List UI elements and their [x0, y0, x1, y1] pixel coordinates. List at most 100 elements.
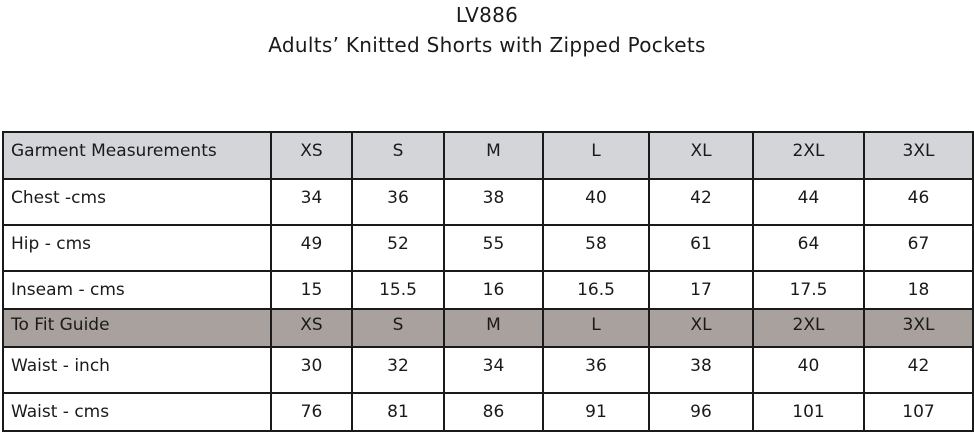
cell-value: 101 [792, 402, 825, 422]
value-cell: 40 [542, 178, 650, 226]
value-cell: 36 [351, 178, 445, 226]
value-cell: 76 [270, 392, 353, 432]
value-cell: 30 [270, 346, 353, 394]
value-cell: 18 [863, 270, 974, 310]
value-cell: 86 [443, 392, 544, 432]
fit-guide-label: To Fit Guide [11, 315, 110, 335]
row-label: Inseam - cms [11, 280, 125, 300]
header-size-cell: 3XL [863, 131, 974, 180]
value-cell: 38 [443, 178, 544, 226]
value-cell: 34 [270, 178, 353, 226]
cell-value: 52 [387, 234, 409, 254]
value-cell: 81 [351, 392, 445, 432]
value-cell: 38 [648, 346, 754, 394]
cell-value: 86 [482, 402, 505, 422]
header-size: S [392, 141, 404, 161]
fit-guide-size: 3XL [902, 315, 935, 335]
cell-value: 34 [300, 188, 323, 208]
fit-guide-header-row: To Fit Guide XS S M L XL 2XL 3XL [2, 308, 974, 348]
row-label-cell: Waist - cms [2, 392, 272, 432]
cell-value: 30 [300, 356, 323, 376]
value-cell: 16 [443, 270, 544, 310]
value-cell: 32 [351, 346, 445, 394]
cell-value: 17 [690, 280, 712, 300]
cell-value: 107 [902, 402, 935, 422]
header-size-cell: XL [648, 131, 754, 180]
cell-value: 58 [585, 234, 607, 254]
fit-guide-size: M [486, 315, 501, 335]
value-cell: 101 [752, 392, 865, 432]
row-label-cell: Chest -cms [2, 178, 272, 226]
fit-guide-size-cell: XS [270, 308, 353, 348]
cell-value: 76 [300, 402, 323, 422]
header-size: XS [300, 141, 323, 161]
cell-value: 55 [482, 234, 505, 254]
fit-guide-size-cell: 2XL [752, 308, 865, 348]
cell-value: 18 [907, 280, 930, 300]
header-size-cell: 2XL [752, 131, 865, 180]
cell-value: 15.5 [379, 280, 417, 300]
value-cell: 44 [752, 178, 865, 226]
header-label-cell: Garment Measurements [2, 131, 272, 180]
value-cell: 17 [648, 270, 754, 310]
value-cell: 16.5 [542, 270, 650, 310]
cell-value: 96 [690, 402, 712, 422]
value-cell: 15.5 [351, 270, 445, 310]
cell-value: 15 [300, 280, 323, 300]
table-row-chest: Chest -cms 34 36 38 40 42 44 46 [2, 178, 974, 226]
product-code: LV886 [455, 3, 519, 27]
cell-value: 67 [907, 234, 930, 254]
cell-value: 16 [482, 280, 505, 300]
fit-guide-size: XS [300, 315, 323, 335]
fit-guide-label-cell: To Fit Guide [2, 308, 272, 348]
cell-value: 44 [797, 188, 820, 208]
value-cell: 107 [863, 392, 974, 432]
value-cell: 91 [542, 392, 650, 432]
cell-value: 16.5 [577, 280, 615, 300]
product-name: Adults’ Knitted Shorts with Zipped Pocke… [268, 33, 706, 57]
value-cell: 49 [270, 224, 353, 272]
fit-guide-size: 2XL [792, 315, 825, 335]
cell-value: 38 [690, 356, 712, 376]
value-cell: 36 [542, 346, 650, 394]
row-label: Chest -cms [11, 188, 106, 208]
value-cell: 67 [863, 224, 974, 272]
cell-value: 38 [482, 188, 505, 208]
table-header-row: Garment Measurements XS S M L XL 2XL 3XL [2, 131, 974, 180]
fit-guide-size: S [392, 315, 404, 335]
cell-value: 46 [907, 188, 930, 208]
fit-guide-size-cell: XL [648, 308, 754, 348]
cell-value: 32 [387, 356, 409, 376]
fit-guide-size-cell: S [351, 308, 445, 348]
row-label: Waist - cms [11, 402, 110, 422]
row-label-cell: Inseam - cms [2, 270, 272, 310]
header-size: 3XL [902, 141, 935, 161]
table-row-waist-inch: Waist - inch 30 32 34 36 38 40 42 [2, 346, 974, 394]
fit-guide-size-cell: 3XL [863, 308, 974, 348]
value-cell: 42 [648, 178, 754, 226]
row-label-cell: Hip - cms [2, 224, 272, 272]
cell-value: 91 [585, 402, 607, 422]
table-row-waist-cms: Waist - cms 76 81 86 91 96 101 107 [2, 392, 974, 432]
fit-guide-size: XL [690, 315, 712, 335]
size-chart-table: Garment Measurements XS S M L XL 2XL 3XL… [2, 131, 974, 432]
fit-guide-size-cell: L [542, 308, 650, 348]
header-size: L [591, 141, 601, 161]
value-cell: 55 [443, 224, 544, 272]
header-size-cell: L [542, 131, 650, 180]
value-cell: 61 [648, 224, 754, 272]
header-size: 2XL [792, 141, 825, 161]
cell-value: 49 [300, 234, 323, 254]
header-size-cell: M [443, 131, 544, 180]
value-cell: 15 [270, 270, 353, 310]
fit-guide-size: L [591, 315, 601, 335]
value-cell: 64 [752, 224, 865, 272]
value-cell: 40 [752, 346, 865, 394]
row-label: Waist - inch [11, 356, 110, 376]
row-label: Hip - cms [11, 234, 92, 254]
header-size-cell: XS [270, 131, 353, 180]
value-cell: 17.5 [752, 270, 865, 310]
cell-value: 34 [482, 356, 505, 376]
cell-value: 40 [797, 356, 820, 376]
row-label-cell: Waist - inch [2, 346, 272, 394]
